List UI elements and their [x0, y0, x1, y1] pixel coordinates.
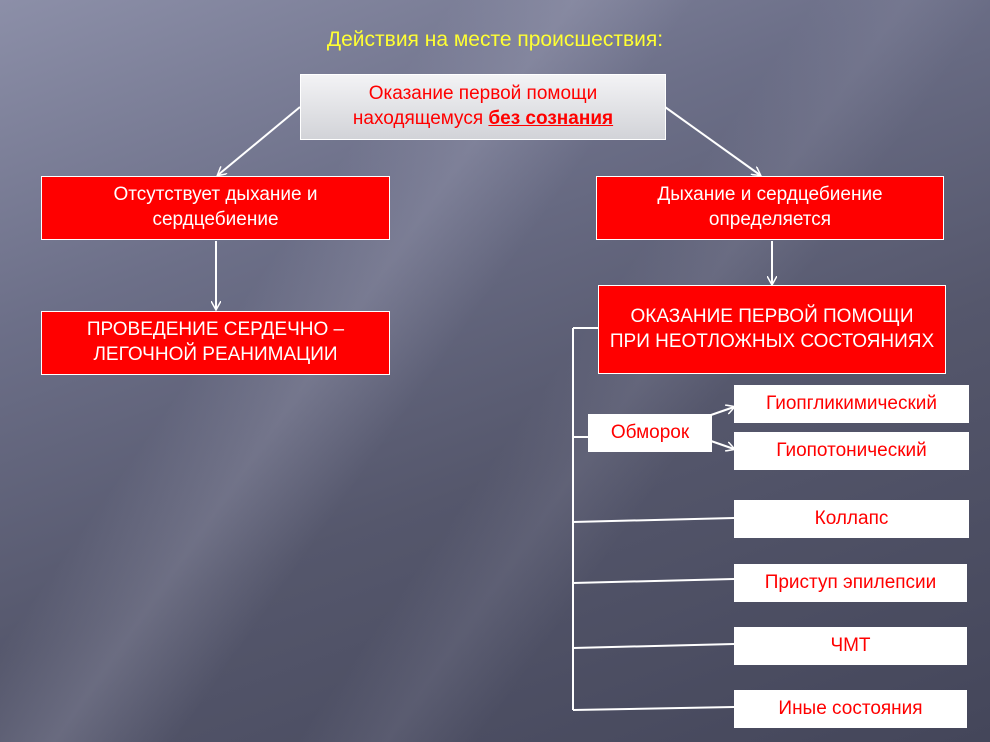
right-action-box: ОКАЗАНИЕ ПЕРВОЙ ПОМОЩИ ПРИ НЕОТЛОЖНЫХ СО… — [598, 285, 946, 374]
fainting-label: Обморок — [610, 421, 690, 443]
left-action-box: ПРОВЕДЕНИЕ СЕРДЕЧНО – ЛЕГОЧНОЙ РЕАНИМАЦИ… — [41, 311, 390, 375]
root-line1: Оказание первой помощи — [368, 83, 598, 105]
root-box: Оказание первой помощи находящемуся без … — [300, 74, 666, 140]
fainting-type-label: Гиопгликимический — [765, 392, 937, 414]
fainting-type-label: Гиопотонический — [776, 439, 927, 461]
left-condition-box: Отсутствует дыхание и сердцебиение — [41, 176, 390, 240]
fainting-type-hypoglycemic: Гиопгликимический — [734, 385, 969, 423]
fainting-type-hypotonic: Гиопотонический — [734, 432, 969, 470]
other-conditions-label: Иные состояния — [778, 697, 923, 719]
left-condition-label: Отсутствует дыхание и сердцебиение — [113, 184, 318, 230]
page-title: Действия на месте происшествия: — [326, 28, 664, 51]
branch-other — [572, 706, 735, 711]
root-line2-prefix: находящемуся — [352, 108, 489, 129]
collapse-label: Коллапс — [814, 507, 889, 529]
right-action-label: ОКАЗАНИЕ ПЕРВОЙ ПОМОЩИ ПРИ НЕОТЛОЖНЫХ СО… — [609, 305, 935, 352]
right-condition-label: Дыхание и сердцебиение определяется — [657, 184, 883, 230]
branch-tbi — [572, 643, 735, 649]
epilepsy-label: Приступ эпилепсии — [764, 571, 937, 593]
branch-epilepsy — [572, 578, 735, 584]
right-condition-box: Дыхание и сердцебиение определяется — [596, 176, 944, 240]
fainting-box: Обморок — [588, 414, 712, 452]
epilepsy-box: Приступ эпилепсии — [734, 564, 967, 602]
arrow-fainting-down — [710, 440, 734, 449]
arrow-fainting-up — [710, 407, 734, 416]
arrow-root-to-right — [664, 106, 760, 175]
tbi-label: ЧМТ — [830, 634, 871, 656]
tbi-box: ЧМТ — [734, 627, 967, 665]
other-conditions-box: Иные состояния — [734, 690, 967, 728]
branch-collapse — [572, 517, 735, 523]
left-action-label: ПРОВЕДЕНИЕ СЕРДЕЧНО – ЛЕГОЧНОЙ РЕАНИМАЦИ… — [86, 319, 345, 365]
arrow-root-to-left — [218, 106, 301, 175]
root-line2-emphasis: без сознания — [488, 108, 614, 129]
collapse-box: Коллапс — [734, 500, 969, 538]
